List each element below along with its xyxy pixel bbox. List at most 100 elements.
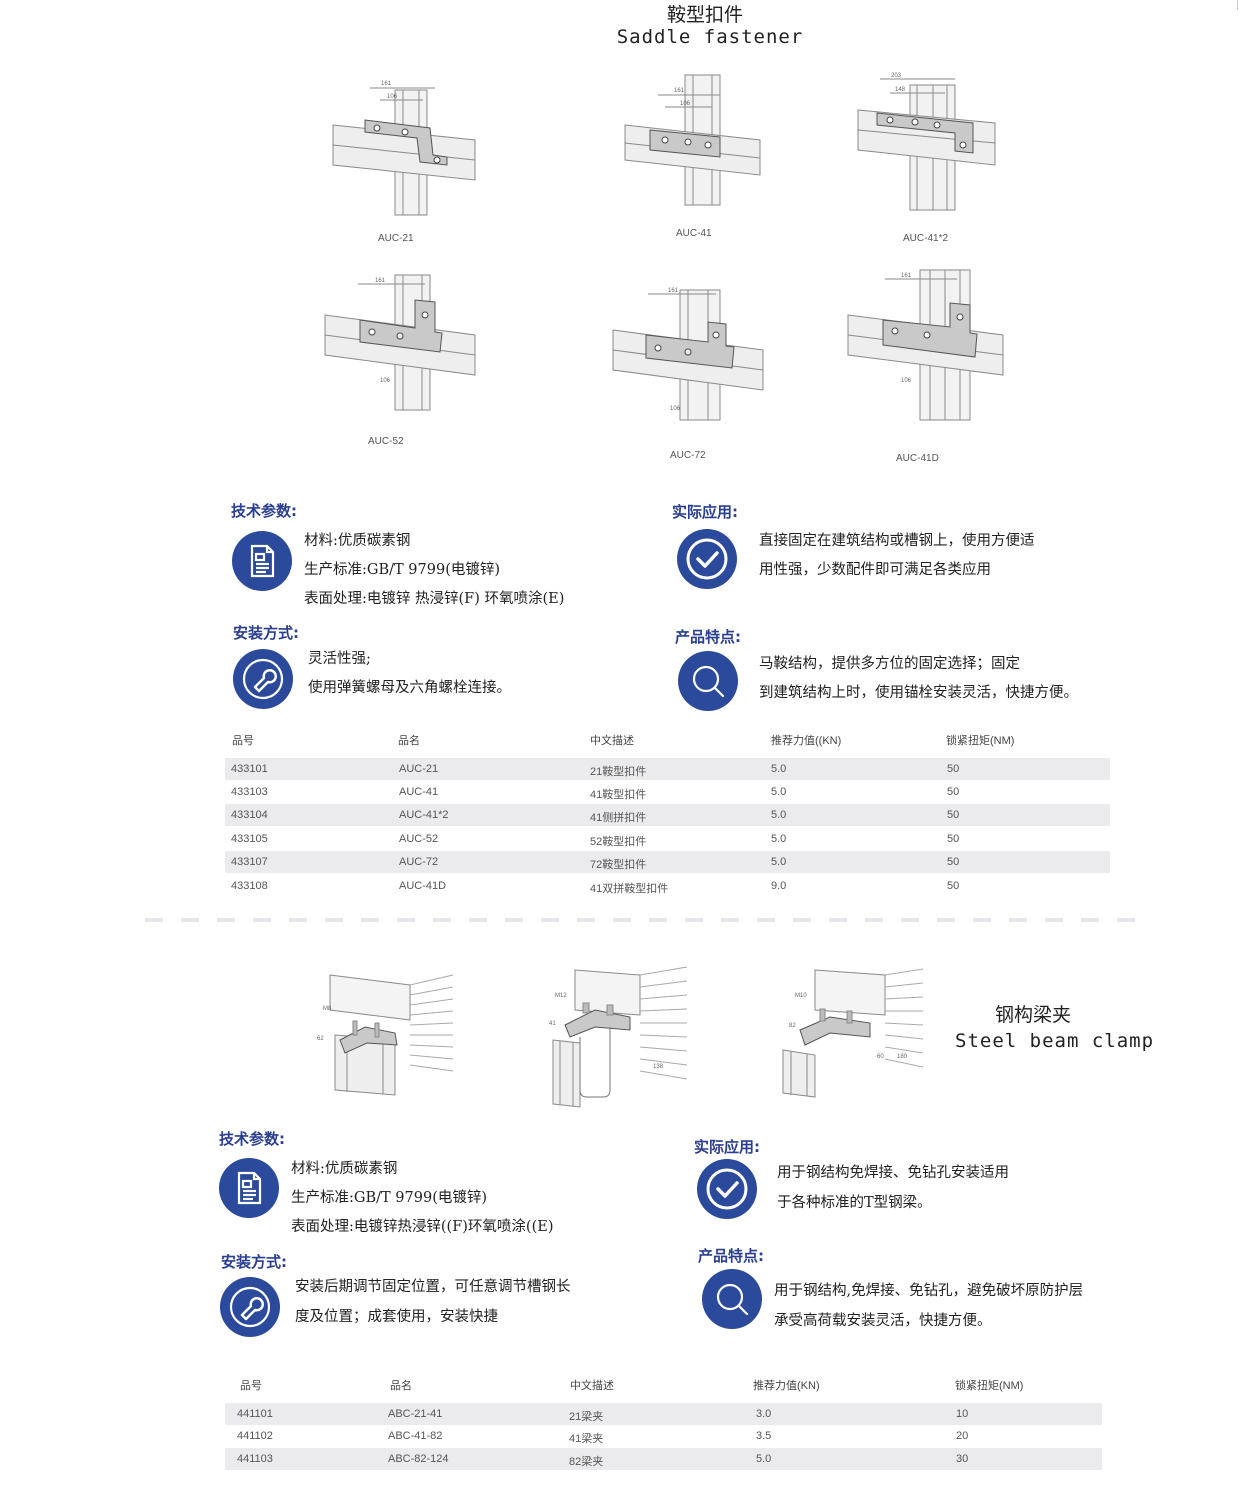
section1-title-en: Saddle fastener [616,26,804,48]
table-row: 433108 AUC-41D 41双拼鞍型扣件 9.0 50 [225,875,1110,897]
table-row: 441103 ABC-82-124 82梁夹 5.0 30 [225,1448,1102,1470]
table-cell: ABC-82-124 [388,1453,449,1465]
table-cell: 5.0 [771,833,787,845]
figure-auc-41: 161 106 [624,74,761,206]
table-cell: 5.0 [756,1453,772,1465]
figure-label: AUC-41D [896,453,939,464]
table-header-cell: 锁紧扭矩(NM) [955,1380,1024,1392]
install-line: 灵活性强; [308,651,371,667]
features-line: 到建筑结构上时，使用锚栓安装灵活，快捷方便。 [759,685,1078,701]
table-cell: 50 [947,833,960,845]
table-header-cell: 品号 [232,735,254,747]
table-cell: 5.0 [771,809,787,821]
page-edge-mark [1237,0,1238,10]
table-cell: AUC-52 [399,833,439,845]
svg-text:138: 138 [653,1064,664,1070]
features-line: 马鞍结构，提供多方位的固定选择；固定 [759,656,1020,672]
svg-text:82: 82 [789,1023,796,1029]
section-divider [145,918,1145,922]
saddle-fastener-table: 品号 品名 中文描述 推荐力值((KN) 锁紧扭矩(NM) 433101 AUC… [225,728,1110,898]
svg-text:161: 161 [901,273,912,279]
table-cell: 3.5 [756,1430,772,1442]
features-line: 用于钢结构,免焊接、免钻孔，避免破坏原防护层 [774,1283,1084,1299]
table-cell: AUC-41*2 [399,809,449,821]
tech-line: 生产标准:GB/T 9799(电镀锌) [291,1190,488,1206]
table-cell: 41双拼鞍型扣件 [590,883,669,895]
table-cell: 41鞍型扣件 [590,789,647,801]
figure-auc-41-2: 203 148 [857,73,996,211]
svg-text:106: 106 [387,94,398,100]
table-cell: ABC-41-82 [388,1430,443,1442]
svg-text:106: 106 [680,101,691,107]
beam-clamp-table: 品号 品名 中文描述 推荐力值(KN) 锁紧扭矩(NM) 441101 ABC-… [225,1373,1102,1473]
check-circle-icon [697,1159,757,1219]
svg-text:161: 161 [674,88,685,94]
wrench-icon [233,649,293,709]
section1-title-cn: 鞍型扣件 [666,4,743,26]
svg-text:148: 148 [895,87,906,93]
table-cell: AUC-41D [399,880,447,892]
figure-label: AUC-21 [378,233,414,244]
table-cell: 3.0 [756,1408,772,1420]
svg-text:203: 203 [891,73,902,79]
svg-text:60: 60 [877,1054,884,1060]
document-icon [219,1158,279,1218]
table-header-cell: 品名 [398,735,420,747]
svg-text:161: 161 [668,288,679,294]
table-cell: AUC-21 [399,763,439,775]
table-header-cell: 品名 [390,1380,412,1392]
application-line: 直接固定在建筑结构或槽钢上，使用方便适 [759,533,1035,549]
figure-label: AUC-41*2 [903,233,949,244]
install-line: 度及位置；成套使用，安装快捷 [295,1309,498,1325]
table-header-cell: 锁紧扭矩(NM) [946,735,1015,747]
table-cell: 52鞍型扣件 [590,836,647,848]
features-heading: 产品特点: [698,1247,764,1265]
magnifier-icon [702,1269,762,1329]
install-line: 安装后期调节固定位置，可任意调节槽钢长 [295,1279,571,1295]
tech-line: 材料:优质碳素钢 [304,533,411,549]
svg-text:M12: M12 [555,993,567,999]
check-circle-icon [677,529,737,589]
features-heading: 产品特点: [675,628,741,646]
table-cell: ABC-21-41 [388,1408,443,1420]
svg-text:62: 62 [317,1036,324,1042]
table-header-cell: 品号 [240,1380,262,1392]
figure-label: AUC-52 [368,436,404,447]
tech-params-heading: 技术参数: [219,1130,285,1148]
section2-title-en: Steel beam clamp [955,1030,1155,1052]
table-cell: 20 [956,1430,969,1442]
tech-line: 表面处理:电镀锌 热浸锌(F) 环氧喷涂(E) [304,591,565,607]
svg-text:106: 106 [901,378,912,384]
figure-beam-clamp-1: M8 62 [317,974,454,1096]
table-cell: 441103 [237,1453,273,1465]
svg-text:106: 106 [670,406,681,412]
svg-text:161: 161 [381,81,392,87]
table-cell: 433105 [231,833,268,845]
table-cell: 50 [947,856,960,868]
table-row: 441102 ABC-41-82 41梁夹 3.5 20 [225,1425,1102,1447]
table-cell: 433103 [231,786,268,798]
table-row: 433101 AUC-21 21鞍型扣件 5.0 50 [225,758,1110,780]
table-cell: 5.0 [771,786,787,798]
document-icon [232,531,292,591]
application-line: 于各种标准的T型钢梁。 [777,1195,932,1211]
table-cell: 433104 [231,809,268,821]
table-cell: 82梁夹 [569,1456,604,1468]
table-cell: 30 [956,1453,969,1465]
table-row: 433103 AUC-41 41鞍型扣件 5.0 50 [225,781,1110,803]
application-line: 用于钢结构免焊接、免钻孔安装适用 [777,1165,1009,1181]
section2-title-cn: 钢构梁夹 [995,1004,1072,1026]
tech-line: 生产标准:GB/T 9799(电镀锌) [304,562,501,578]
table-cell: 72鞍型扣件 [590,859,647,871]
application-heading: 实际应用: [672,503,738,521]
svg-text:106: 106 [380,378,391,384]
application-heading: 实际应用: [694,1138,760,1156]
table-cell: 21鞍型扣件 [590,766,647,778]
table-cell: 433101 [231,763,268,775]
table-cell: 41侧拼扣件 [590,812,647,824]
figure-auc-21: 161 106 [332,81,476,216]
table-cell: 41梁夹 [569,1433,604,1445]
svg-text:161: 161 [375,278,386,284]
table-cell: 441102 [237,1430,273,1442]
figure-auc-41d: 161 106 [847,269,1004,421]
